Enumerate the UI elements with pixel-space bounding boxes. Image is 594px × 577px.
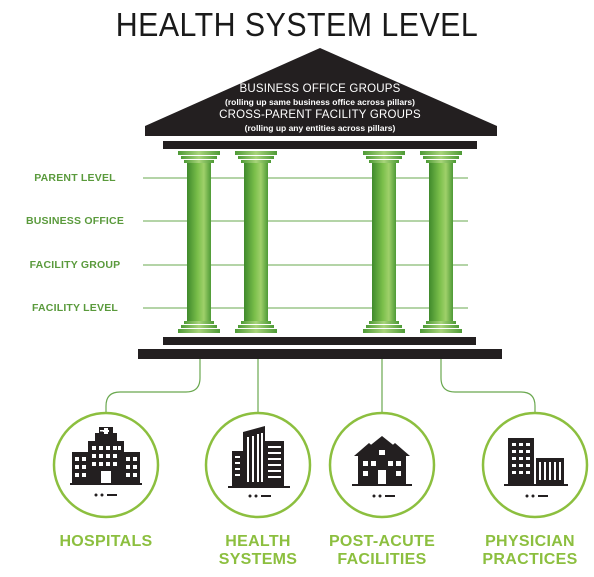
connectors (105, 359, 536, 414)
category-label-post-acute: POST-ACUTE FACILITIES (316, 533, 448, 569)
pillar-4 (420, 151, 462, 333)
physician-practice-icon (504, 438, 568, 498)
category-label-health-systems: HEALTH SYSTEMS (192, 533, 324, 569)
level-label-facility-group: FACILITY GROUP (29, 259, 121, 271)
category-physician-practices-line2: PRACTICES (482, 551, 578, 568)
level-label-facility: FACILITY LEVEL (31, 302, 119, 314)
pillar-3 (363, 151, 405, 333)
category-label-physician-practices: PHYSICIAN PRACTICES (466, 533, 594, 569)
post-acute-icon (352, 436, 412, 498)
base-lower (138, 349, 502, 359)
category-label-hospitals: HOSPITALS (40, 533, 172, 551)
pillar-2 (235, 151, 277, 333)
base-upper (163, 337, 476, 345)
connector-hospitals (105, 359, 201, 414)
health-system-icon (228, 426, 290, 498)
roof-cross-parent-facility-groups-note: (rolling up any entities across pillars) (244, 123, 396, 133)
roof-business-office-groups: BUSINESS OFFICE GROUPS (239, 83, 401, 95)
connector-physician-practices (440, 359, 536, 414)
circle-physician-practices (481, 411, 589, 519)
pillar-1 (178, 151, 220, 333)
category-hospitals-line1: HOSPITALS (59, 533, 153, 550)
category-health-systems-line2: SYSTEMS (218, 551, 298, 568)
roof-cross-parent-facility-groups: CROSS-PARENT FACILITY GROUPS (219, 109, 421, 121)
roof-pediment (145, 48, 497, 126)
roof-business-office-groups-note: (rolling up same business office across … (225, 97, 415, 107)
roof-base (145, 126, 497, 136)
category-post-acute-line2: FACILITIES (337, 551, 427, 568)
category-physician-practices-line1: PHYSICIAN (485, 533, 575, 550)
level-label-parent: PARENT LEVEL (34, 172, 116, 184)
category-post-acute-line1: POST-ACUTE (328, 533, 436, 550)
diagram-title: HEALTH SYSTEM LEVEL (115, 6, 479, 43)
level-label-business-office: BUSINESS OFFICE (25, 215, 125, 227)
entablature (163, 141, 477, 149)
category-health-systems-line1: HEALTH (225, 533, 291, 550)
hospital-icon (70, 427, 142, 497)
